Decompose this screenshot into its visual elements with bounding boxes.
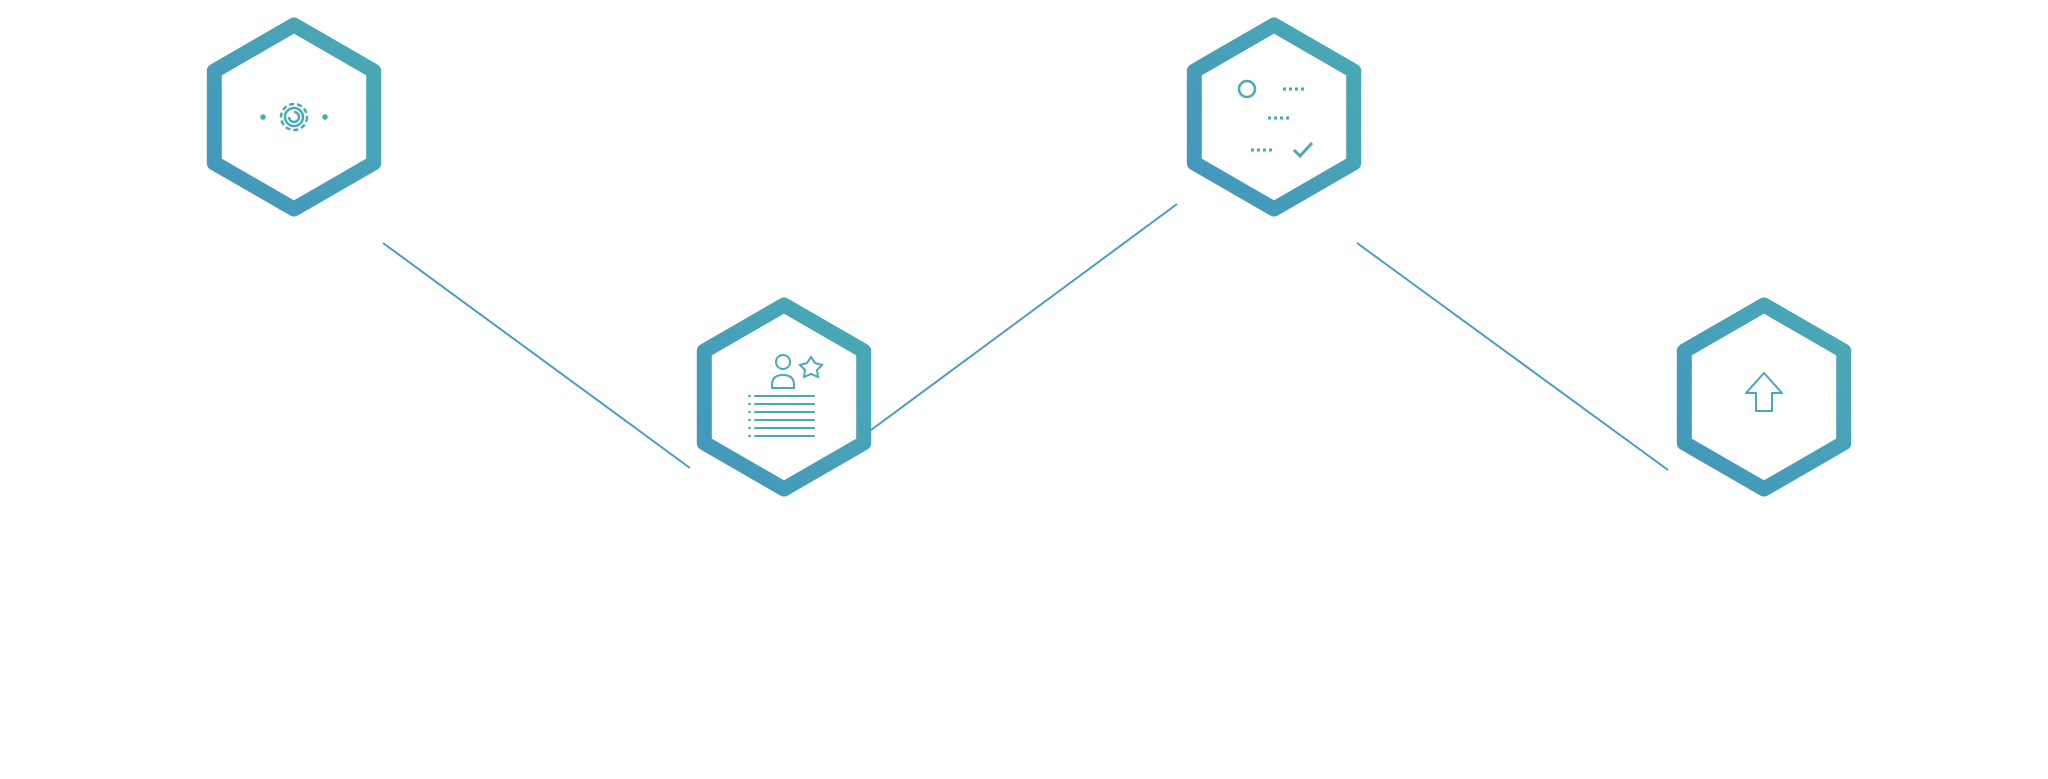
- hexagon-node-4: [1676, 297, 1852, 497]
- upload-arrow-icon: [1745, 372, 1783, 412]
- resume-icon: [748, 354, 824, 437]
- connector-2-3: [866, 203, 1178, 434]
- connector-3-4: [1356, 242, 1669, 471]
- checklist-icon: [1237, 79, 1314, 159]
- gear-icon: [260, 102, 328, 132]
- connector-1-2: [382, 242, 691, 469]
- hexagon-node-1: [206, 17, 382, 217]
- connectors: [382, 203, 1669, 471]
